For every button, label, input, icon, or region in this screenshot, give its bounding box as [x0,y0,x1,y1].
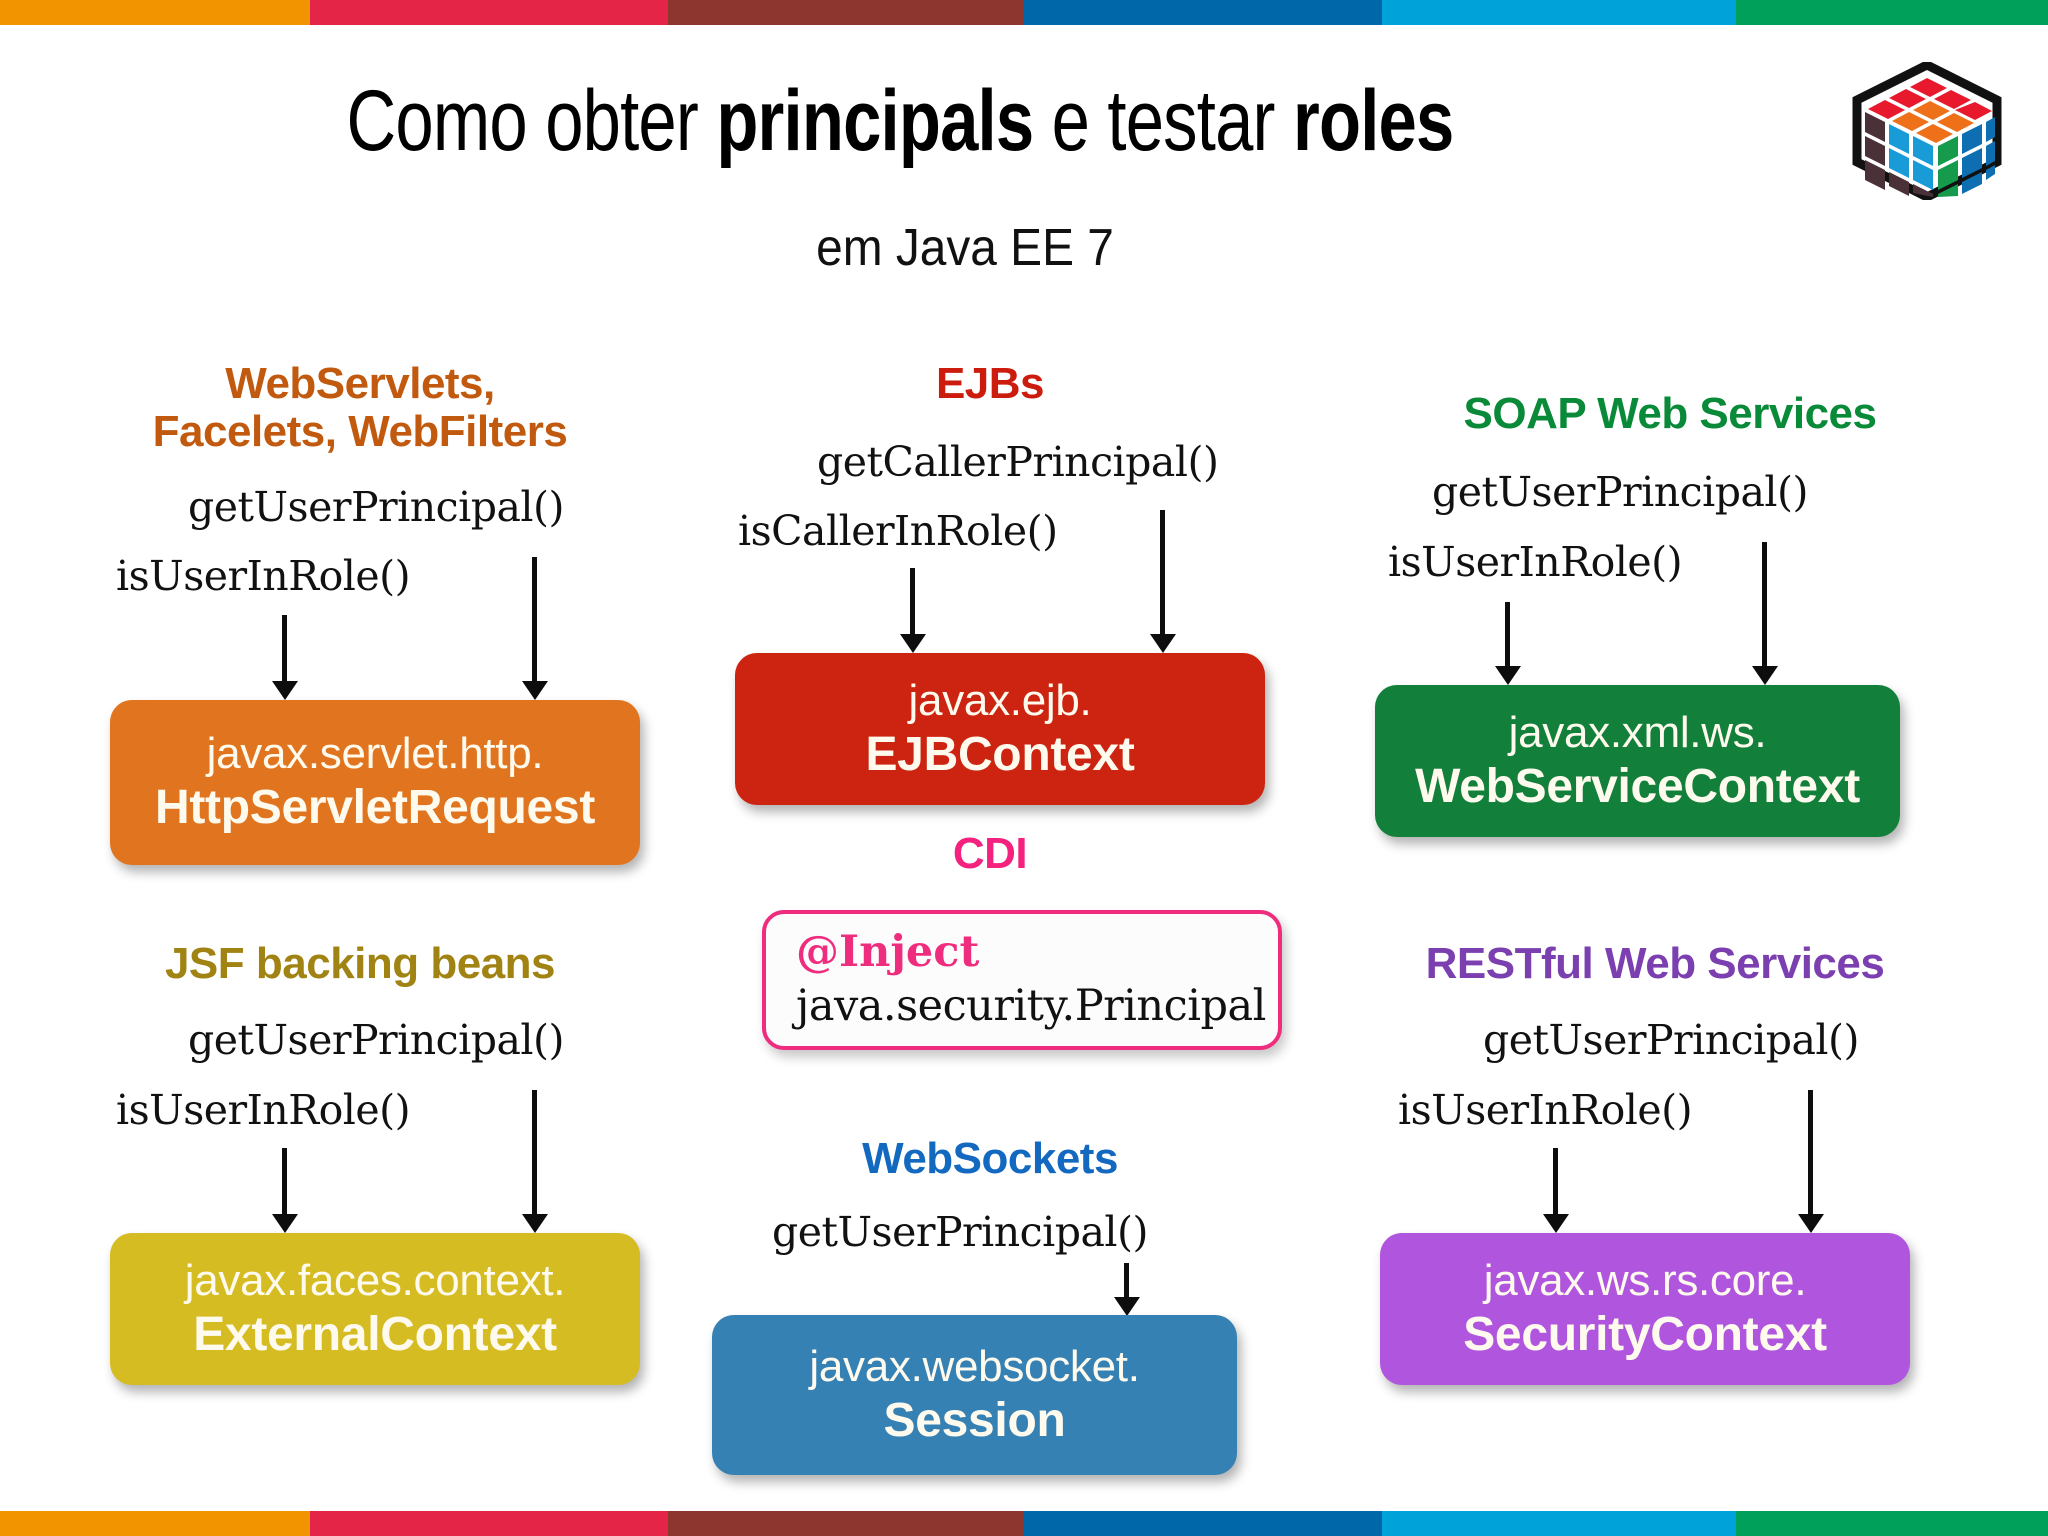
method-getUserPrincipal: getUserPrincipal() [1483,1016,1860,1064]
arrow-getCallerPrincipal [1160,510,1165,636]
arrow-getUserPrincipal [532,1090,537,1216]
method-isUserInRole: isUserInRole() [116,1086,411,1134]
heading-line-1: WebServlets, [225,359,495,408]
arrow-getUserPrincipal [1808,1090,1813,1216]
cdi-inject-box: @Inject java.security.Principal [762,910,1282,1050]
box-package: javax.faces.context. [184,1255,566,1305]
principal-type: java.security.Principal [796,981,1266,1031]
section-webservlets: WebServlets, Facelets, WebFilters getUse… [70,360,650,880]
arrow-isUserInRole [1505,602,1510,668]
method-getUserPrincipal: getUserPrincipal() [772,1208,1149,1256]
section-heading-webservlets: WebServlets, Facelets, WebFilters [70,360,650,455]
section-cdi: CDI @Inject java.security.Principal [700,829,1282,1080]
color-band-5 [1382,1511,1736,1536]
method-isUserInRole: isUserInRole() [1388,538,1683,586]
color-band-5 [1382,0,1736,25]
section-heading-websockets: WebSockets [862,1134,1118,1183]
context-box-ejbcontext: javax.ejb. EJBContext [735,653,1265,805]
box-package: javax.xml.ws. [1508,707,1767,757]
arrow-isUserInRole [282,615,287,683]
arrow-getUserPrincipal [532,557,537,683]
method-isUserInRole: isUserInRole() [1398,1086,1693,1134]
method-isUserInRole: isUserInRole() [116,552,411,600]
bottom-color-bar [0,1511,2048,1536]
method-getUserPrincipal: getUserPrincipal() [188,483,565,531]
context-box-httpservletrequest: javax.servlet.http. HttpServletRequest [110,700,640,865]
arrow-isUserInRole [282,1148,287,1216]
top-color-bar [0,0,2048,25]
context-box-session: javax.websocket. Session [712,1315,1237,1475]
arrow-isUserInRole [1553,1148,1558,1216]
box-class: HttpServletRequest [154,781,596,835]
section-heading-jsf: JSF backing beans [164,939,556,988]
section-rest: RESTful Web Services getUserPrincipal() … [1340,940,1970,1440]
section-ejbs: EJBs getCallerPrincipal() isCallerInRole… [700,360,1280,860]
arrow-getUserPrincipal [1762,542,1767,668]
method-getCallerPrincipal: getCallerPrincipal() [817,438,1219,486]
color-band-1 [0,1511,310,1536]
color-band-3 [668,0,1023,25]
section-jsf: JSF backing beans getUserPrincipal() isU… [70,940,650,1440]
section-heading-soap: SOAP Web Services [1463,389,1877,438]
heading-line-2: Facelets, WebFilters [152,406,568,456]
box-package: javax.ejb. [908,675,1092,725]
section-websockets: WebSockets getUserPrincipal() javax.webs… [700,1134,1280,1475]
color-band-4 [1023,0,1382,25]
color-band-6 [1736,0,2048,25]
context-box-securitycontext: javax.ws.rs.core. SecurityContext [1380,1233,1910,1385]
section-soap: SOAP Web Services getUserPrincipal() isU… [1370,390,1970,900]
box-class: SecurityContext [1463,1307,1827,1361]
box-package: javax.websocket. [809,1341,1140,1391]
method-getUserPrincipal: getUserPrincipal() [188,1016,565,1064]
arrow-isCallerInRole [910,568,915,636]
color-band-6 [1736,1511,2048,1536]
color-band-3 [668,1511,1023,1536]
color-band-1 [0,0,310,25]
page-title: Como obter principals e testar roles [346,73,1455,169]
box-class: Session [883,1393,1066,1447]
context-box-webservicecontext: javax.xml.ws. WebServiceContext [1375,685,1900,837]
rubiks-cube-hexagon-logo [1852,59,2002,203]
box-package: javax.ws.rs.core. [1483,1255,1807,1305]
inject-annotation: @Inject [796,927,980,978]
color-band-2 [310,1511,668,1536]
box-class: ExternalContext [193,1307,557,1361]
arrow-getUserPrincipal [1124,1263,1129,1299]
color-band-4 [1023,1511,1382,1536]
page-subtitle: em Java EE 7 [816,219,1114,277]
box-class: EJBContext [865,727,1135,781]
method-isCallerInRole: isCallerInRole() [738,507,1058,555]
section-heading-rest: RESTful Web Services [1425,939,1885,988]
box-package: javax.servlet.http. [206,729,544,779]
section-heading-ejbs: EJBs [935,359,1045,408]
method-getUserPrincipal: getUserPrincipal() [1432,468,1809,516]
color-band-2 [310,0,668,25]
section-heading-cdi: CDI [952,829,1028,878]
context-box-externalcontext: javax.faces.context. ExternalContext [110,1233,640,1385]
box-class: WebServiceContext [1415,759,1860,813]
